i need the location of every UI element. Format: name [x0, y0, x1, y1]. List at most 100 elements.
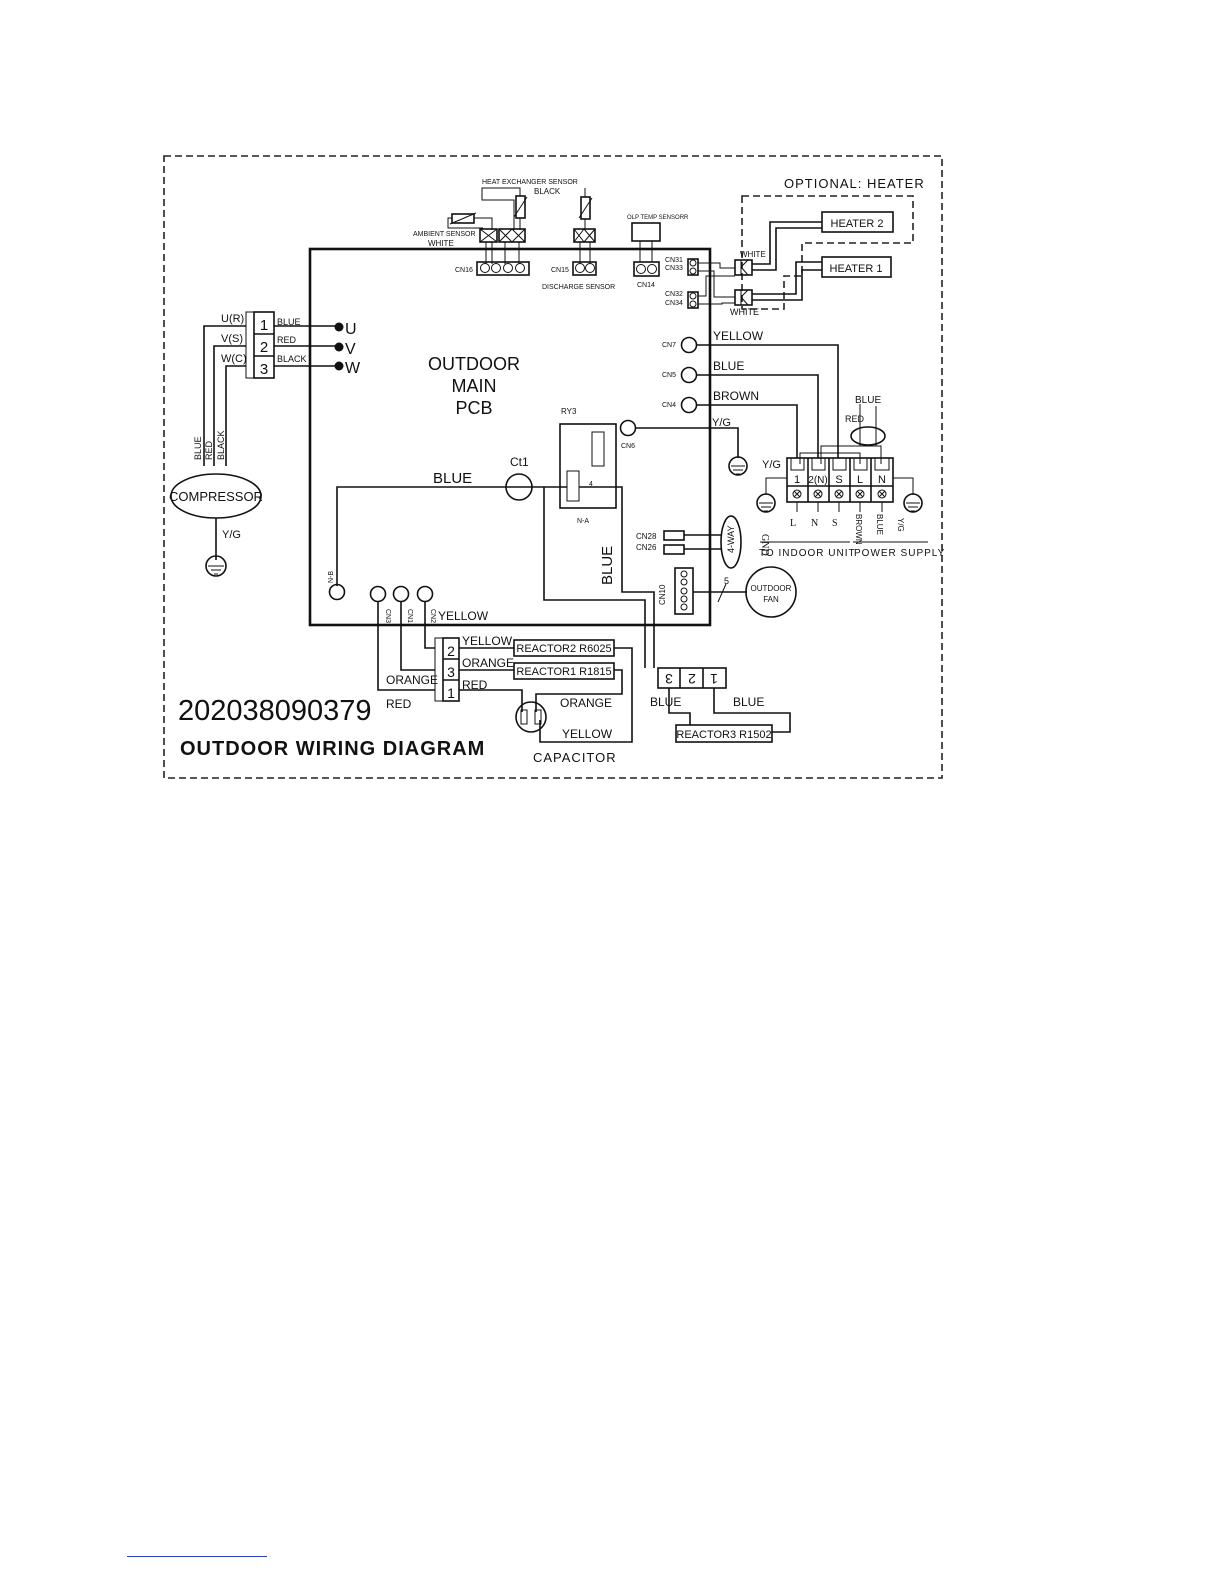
ry3-relay — [559, 423, 617, 509]
cn26-label: CN26 — [636, 543, 657, 552]
cn34-label: CN34 — [665, 300, 683, 307]
reactor3-wire-blue-right: BLUE — [733, 695, 764, 709]
discharge-sensor-icon — [573, 188, 596, 264]
nb-terminal — [328, 583, 346, 601]
n-low-label: N — [811, 518, 818, 529]
cn2-wire-yellow: YELLOW — [438, 609, 489, 623]
ps-wire-yg: Y/G — [896, 518, 905, 532]
pcb-label-line2: MAIN — [452, 376, 497, 396]
olp-temp-sensor-label: OLP TEMP SENSORR — [627, 215, 689, 221]
heater1-relay — [734, 289, 753, 306]
four-way-valve — [720, 515, 742, 569]
terminal-n-label: N — [878, 474, 886, 486]
cn28-label: CN28 — [636, 532, 657, 541]
comp-wire-blue: BLUE — [193, 436, 203, 460]
gnd-label: GND — [759, 534, 770, 556]
cn32-cn34-connector — [687, 291, 699, 309]
na-label: N-A — [577, 518, 589, 525]
reactor3-terminal-block — [657, 667, 727, 689]
reactor3-term-2: 2 — [688, 671, 696, 687]
nb-label: N-B — [328, 571, 335, 583]
u-terminal-label: U — [345, 321, 357, 338]
ry3-label: RY3 — [561, 407, 577, 416]
reactor-wire-red: RED — [462, 678, 488, 692]
l-low-label: L — [790, 518, 796, 529]
comp-wire-red: RED — [204, 440, 214, 460]
w-terminal-label: W — [345, 360, 361, 377]
cn4-terminal — [680, 396, 698, 414]
cn6-label: CN6 — [621, 443, 635, 450]
cn16-label: CN16 — [455, 267, 473, 274]
reactor-term-1: 1 — [447, 685, 455, 701]
compressor-ground-icon — [205, 555, 227, 577]
cn3-terminal — [369, 585, 387, 603]
fan-wire-count: 5 — [724, 576, 729, 586]
heat-exchanger-wire-color: BLACK — [534, 187, 561, 196]
diagram-code: 202038090379 — [178, 695, 372, 727]
ambient-sensor-icon — [447, 212, 493, 230]
cn31-cn33-connector — [687, 258, 699, 276]
reactor3-wire-blue-left: BLUE — [650, 695, 681, 709]
heater2-label: HEATER 2 — [831, 218, 884, 230]
cn3-label: CN3 — [384, 609, 391, 623]
footer-rule — [127, 1556, 267, 1557]
cn7-wire-yellow: YELLOW — [713, 329, 764, 343]
pcb-label-line1: OUTDOOR — [428, 354, 520, 374]
reactor1-box — [513, 662, 615, 680]
s-low-label: S — [832, 518, 838, 529]
outdoor-fan-label-line2: FAN — [763, 595, 779, 604]
cn6-wire-yg: Y/G — [712, 417, 731, 429]
cn16-sensor-plugs — [479, 228, 526, 264]
cn2-label: CN2 — [429, 609, 436, 623]
indoor-power-terminal-block — [786, 457, 894, 512]
reactor3-term-1: 1 — [710, 671, 718, 687]
main-pcb-board — [308, 247, 712, 627]
capacitor-label: CAPACITOR — [533, 750, 617, 765]
optional-heater-label: OPTIONAL: HEATER — [784, 176, 925, 191]
discharge-sensor-label: DISCHARGE SENSOR — [542, 284, 615, 291]
blue-wire-vertical-label: BLUE — [599, 546, 616, 585]
heater1-wire-label: WHITE — [730, 307, 759, 317]
cn32-label: CN32 — [665, 291, 683, 298]
block-ground-right-icon — [903, 493, 923, 513]
terminal-1-label: 1 — [794, 474, 800, 486]
power-supply-label: POWER SUPPLY — [854, 548, 945, 559]
reactor3-term-3: 3 — [665, 671, 673, 687]
cn26-connector — [663, 544, 685, 555]
jumper-wire-blue: BLUE — [855, 395, 881, 406]
comp-terminal-2: 2 — [260, 339, 268, 356]
block-ground-left-icon — [756, 493, 776, 513]
cn10-label: CN10 — [658, 584, 667, 605]
outdoor-fan-label-line1: OUTDOOR — [751, 584, 792, 593]
reactor3-box — [675, 724, 773, 743]
v-terminal-dot — [334, 342, 344, 352]
u-terminal-dot — [334, 322, 344, 332]
olp-temp-sensor-icon — [631, 222, 661, 262]
ambient-sensor-label: AMBIENT SENSOR — [413, 231, 476, 238]
reactor3-label: REACTOR3 R1502 — [676, 729, 771, 741]
to-indoor-unit-label: TO INDOOR UNIT — [759, 548, 856, 559]
cn2-terminal — [416, 585, 434, 603]
compressor-ground-label: Y/G — [222, 529, 241, 541]
reactor2-wire-yellow: YELLOW — [462, 634, 513, 648]
capacitor-icon — [515, 701, 547, 733]
cn15-connector — [572, 261, 597, 276]
diagram-title: OUTDOOR WIRING DIAGRAM — [180, 738, 485, 760]
cn14-connector — [633, 261, 660, 277]
pcb-label-line3: PCB — [455, 398, 492, 418]
cn28-connector — [663, 530, 685, 541]
reactor-term-2: 2 — [447, 643, 455, 659]
capacitor-wire-yellow: YELLOW — [562, 727, 613, 741]
cn4-label: CN4 — [662, 402, 676, 409]
cn6-terminal — [619, 419, 637, 437]
cn5-terminal — [680, 366, 698, 384]
comp-terminal-1: 1 — [260, 317, 268, 334]
cn3-wire-red: RED — [386, 697, 412, 711]
cn10-connector — [674, 567, 694, 615]
cn5-label: CN5 — [662, 372, 676, 379]
ps-wire-blue: BLUE — [875, 514, 884, 535]
wc-label: W(C) — [221, 353, 247, 365]
heater2-wire-label: WHITE — [740, 250, 766, 259]
cn5-wire-blue: BLUE — [713, 359, 744, 373]
ps-wire-brown: BROWN — [854, 514, 863, 545]
